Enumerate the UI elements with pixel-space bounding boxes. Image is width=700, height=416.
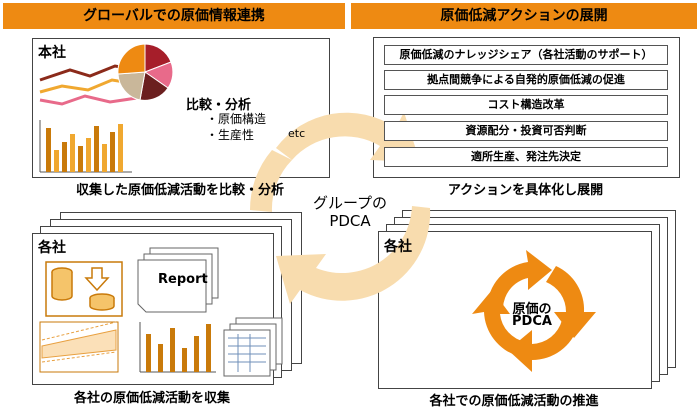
report-icon: [137, 247, 219, 313]
collect-caption: 各社の原価低減活動を収集: [73, 391, 230, 406]
global-info-header: グローバルでの原価情報連携: [3, 3, 345, 29]
report-label: Report: [158, 272, 208, 287]
bar: [102, 144, 107, 172]
bar: [46, 128, 51, 172]
trend-chart: [39, 321, 119, 373]
bar: [170, 328, 175, 372]
bar: [78, 146, 83, 172]
bar: [70, 134, 75, 172]
actions-caption: アクションを具体化し展開: [447, 183, 604, 198]
bar: [94, 126, 99, 172]
bar: [182, 348, 187, 372]
hq-caption: 収集した原価低減活動を比較・分析: [75, 183, 284, 198]
bar: [206, 324, 211, 372]
promote-label: 各社: [384, 239, 412, 255]
action-deploy-header: 原価低減アクションの展開: [351, 3, 697, 29]
etc-label: etc: [288, 127, 306, 140]
cost-pdca-cycle: [472, 250, 596, 372]
spreadsheet-icon: [223, 317, 283, 377]
bar: [118, 124, 123, 172]
hq-pie-chart: [117, 43, 174, 101]
promote-panel: [378, 231, 652, 389]
bar: [110, 132, 115, 172]
action-item-competition: 拠点間競争による自発的原価低減の促進: [384, 70, 668, 90]
compare-item-cost-structure: ・原価構造: [206, 112, 267, 126]
bar: [86, 138, 91, 172]
bar: [146, 334, 151, 372]
bar: [158, 344, 163, 372]
bar: [194, 336, 199, 372]
promote-caption: 各社での原価低減活動の推進: [429, 394, 599, 409]
group-pdca-line2: PDCA: [329, 212, 371, 230]
compare-title: 比較・分析: [186, 98, 252, 113]
database-icon: [45, 261, 123, 317]
action-item-knowledge-share: 原価低減のナレッジシェア（各社活動のサポート）: [384, 45, 668, 65]
bar: [62, 142, 67, 172]
collect-label: 各社: [38, 240, 66, 256]
hq-label: 本社: [38, 45, 66, 61]
action-item-resource-allocation: 資源配分・投資可否判断: [384, 121, 668, 141]
action-item-production-sourcing: 適所生産、発注先決定: [384, 147, 668, 167]
group-pdca-line1: グループの: [312, 194, 388, 212]
bar: [54, 150, 59, 172]
cost-pdca-line1: 原価の: [512, 302, 552, 317]
cost-pdca-line2: PDCA: [512, 314, 552, 329]
compare-item-productivity: ・生産性: [206, 128, 255, 142]
action-item-cost-reform: コスト構造改革: [384, 95, 668, 115]
